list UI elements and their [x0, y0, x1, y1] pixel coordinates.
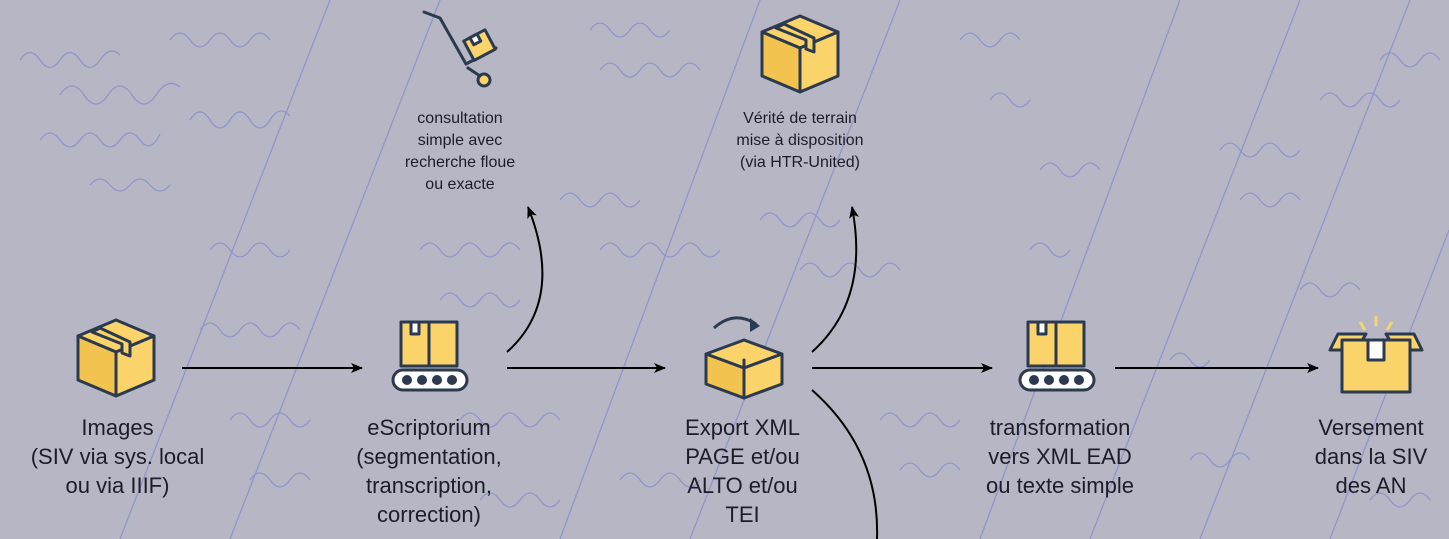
- node-label-transformation: transformation vers XML EAD ou texte sim…: [986, 415, 1134, 498]
- node-label-verite: Vérité de terrain mise à disposition (vi…: [736, 110, 864, 171]
- node-label-consultation: consultation simple avec recherche floue…: [404, 110, 516, 193]
- package-box-icon: [760, 14, 840, 94]
- arrow-export-down: [811, 389, 879, 539]
- node-label-export: Export XML PAGE et/ou ALTO et/ou TEI: [685, 415, 800, 527]
- open-box-export-icon: [704, 316, 784, 400]
- arrow-export-to-verite: [811, 206, 859, 353]
- hand-truck-icon: [422, 10, 498, 88]
- node-label-escriptorium: eScriptorium (segmentation, transcriptio…: [356, 415, 502, 527]
- conveyor-belt-icon: [1018, 320, 1096, 392]
- node-label-images: Images (SIV via sys. local ou via IIIF): [30, 415, 205, 498]
- open-box-delivered-icon: [1328, 316, 1424, 394]
- arrow-escriptorium-to-consultation: [506, 206, 544, 353]
- node-label-versement: Versement dans la SIV des AN: [1314, 415, 1428, 498]
- conveyor-belt-icon: [391, 320, 469, 392]
- package-box-icon: [76, 318, 156, 398]
